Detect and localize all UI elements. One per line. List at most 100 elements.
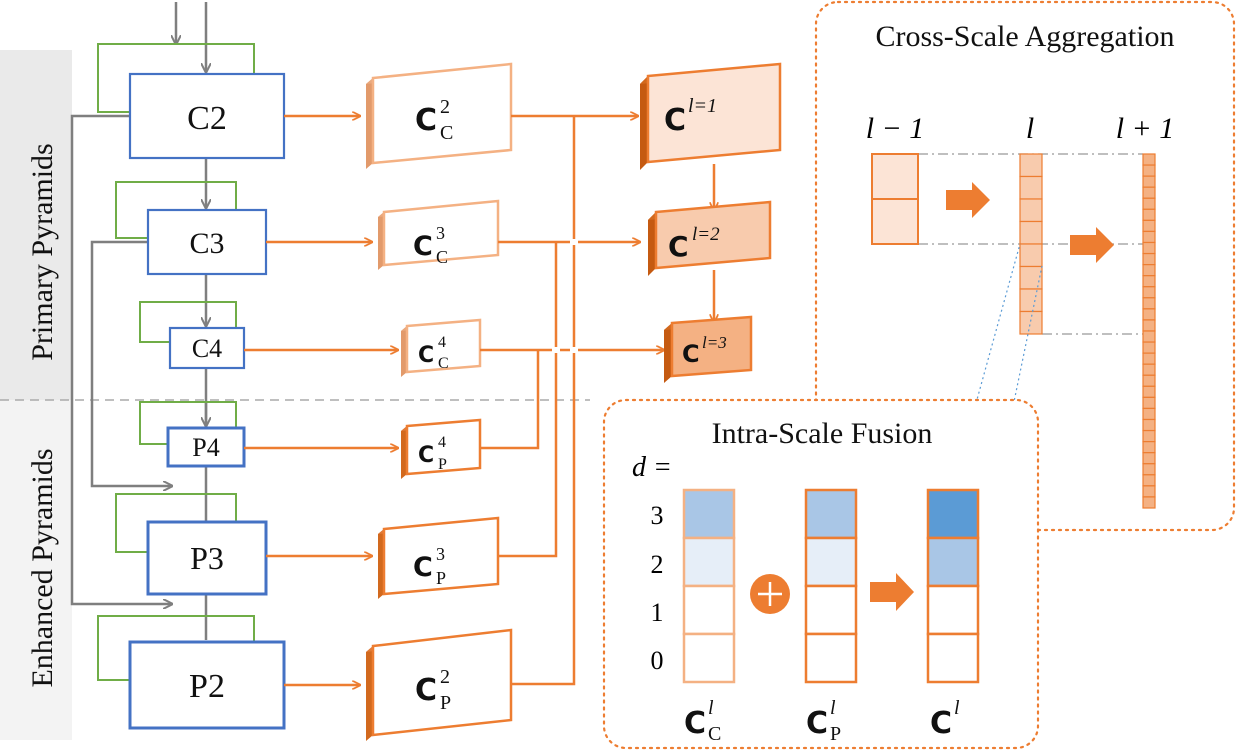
feature-block-cc4: C 4 C [401, 318, 482, 377]
box-c3: C3 [146, 208, 268, 276]
primary-pyramids-label: Primary Pyramids [26, 143, 59, 361]
enhanced-pyramids-label: Enhanced Pyramids [26, 448, 59, 687]
box-p3: P3 [146, 520, 268, 596]
svg-text:4: 4 [438, 434, 446, 451]
svg-text:C4: C4 [192, 334, 222, 363]
column-l-plus-1-cell [1142, 396, 1156, 410]
column-l-plus-1-cell [1142, 374, 1156, 387]
svg-text:C: C [413, 231, 433, 262]
svg-text:P: P [438, 456, 447, 473]
level-label-prev: l − 1 [866, 112, 925, 145]
column-l-plus-1-cell [1142, 208, 1156, 221]
column-l-plus-1-cell [1142, 429, 1156, 443]
intra-label-c: C l [930, 697, 960, 741]
feature-block-cp4: C 4 P [401, 418, 482, 479]
svg-text:2: 2 [440, 96, 450, 118]
column-l-plus-1-cell [1142, 230, 1156, 244]
level-label-cur: l [1026, 112, 1034, 145]
level-label-next: l + 1 [1116, 112, 1175, 145]
svg-text:C: C [415, 673, 437, 708]
fused-block-l3: C l=3 [664, 315, 753, 383]
feature-block-cc3: C 3 C [378, 199, 500, 270]
box-c4: C4 [168, 326, 246, 370]
column-l-plus-1-cell [1142, 441, 1156, 454]
intra-scale-title: Intra-Scale Fusion [712, 417, 933, 450]
svg-text:C: C [418, 443, 434, 468]
column-l-plus-1-cell [1142, 308, 1156, 321]
svg-text:C: C [438, 355, 449, 372]
intra-column-cc [682, 488, 736, 684]
column-l-plus-1-cell [1142, 330, 1156, 343]
svg-text:l=2: l=2 [692, 224, 720, 245]
column-l-plus-1-cell [1142, 264, 1156, 277]
d-label: d = [632, 452, 672, 483]
aggregate-arrow-1 [946, 182, 990, 218]
column-l-cell [1019, 265, 1043, 290]
svg-text:P: P [436, 568, 446, 588]
enhanced-pyramids-band [0, 400, 72, 740]
feature-block-cp3: C 3 P [378, 516, 500, 599]
column-l-plus-1-cell [1142, 164, 1156, 177]
column-l-plus-1-cell [1142, 485, 1156, 498]
svg-text:C: C [682, 340, 700, 368]
svg-text:P2: P2 [189, 668, 225, 705]
d-value-3: 3 [651, 501, 664, 530]
column-l-plus-1-cell [1142, 474, 1156, 487]
column-l-plus-1-cell [1142, 153, 1156, 166]
column-l-cell [1019, 220, 1043, 245]
box-p2: P2 [128, 640, 286, 730]
aggregate-arrow-2 [1070, 227, 1114, 263]
column-l-plus-1-cell [1142, 241, 1156, 255]
column-l-plus-1-cell [1142, 186, 1156, 199]
svg-text:C3: C3 [189, 227, 224, 260]
svg-text:C: C [806, 706, 828, 741]
svg-text:C: C [668, 230, 689, 263]
svg-text:l=1: l=1 [688, 95, 717, 117]
primary-pyramids-band [0, 50, 72, 400]
column-l-plus-1-cell [1142, 418, 1156, 432]
green-residual-loops [97, 43, 255, 681]
column-l-plus-1-cell [1142, 352, 1156, 365]
svg-text:3: 3 [436, 544, 445, 564]
svg-text:C: C [664, 103, 686, 138]
column-l-plus-1-cell [1142, 252, 1156, 266]
svg-text:l: l [830, 697, 836, 719]
fused-block-l2: C l=2 [648, 200, 772, 276]
feature-block-cc2: C 2 C [366, 62, 513, 169]
column-l-plus-1-cell [1142, 407, 1156, 421]
svg-text:C: C [413, 552, 433, 583]
column-l-plus-1-cell [1142, 341, 1156, 354]
svg-text:C: C [418, 343, 434, 368]
column-l-plus-1-cell [1142, 463, 1156, 476]
column-l-plus-1-cell [1142, 275, 1156, 288]
svg-text:C: C [708, 723, 721, 745]
line-crossing-gaps [552, 239, 578, 353]
column-l-plus-1-cell [1142, 297, 1156, 310]
d-value-2: 2 [651, 550, 664, 579]
svg-text:C: C [440, 122, 453, 144]
fusion-arrow [870, 573, 914, 611]
svg-text:l: l [954, 697, 960, 719]
svg-text:l=3: l=3 [702, 333, 727, 352]
svg-text:l: l [708, 697, 714, 719]
intra-label-cc: C l C [684, 697, 721, 745]
d-value-0: 0 [651, 646, 664, 675]
d-value-1: 1 [651, 598, 664, 627]
column-l-plus-1-cell [1142, 286, 1156, 299]
column-l [1019, 153, 1043, 335]
column-l-cell [1019, 243, 1043, 268]
column-l-plus-1-cell [1142, 385, 1156, 398]
column-l-cell [1019, 288, 1043, 313]
column-l-plus-1-cell [1142, 452, 1156, 465]
column-l-cell [1019, 310, 1043, 335]
intra-column-c [926, 488, 980, 684]
feature-block-cp2: C 2 P [366, 628, 513, 741]
svg-text:C: C [436, 247, 448, 267]
column-l-plus-1 [1142, 153, 1156, 509]
svg-text:C: C [415, 103, 437, 138]
column-l-cell [1019, 153, 1043, 178]
svg-text:C: C [930, 706, 952, 741]
svg-text:3: 3 [436, 223, 445, 243]
svg-text:C: C [684, 706, 706, 741]
box-p4: P4 [166, 426, 246, 468]
